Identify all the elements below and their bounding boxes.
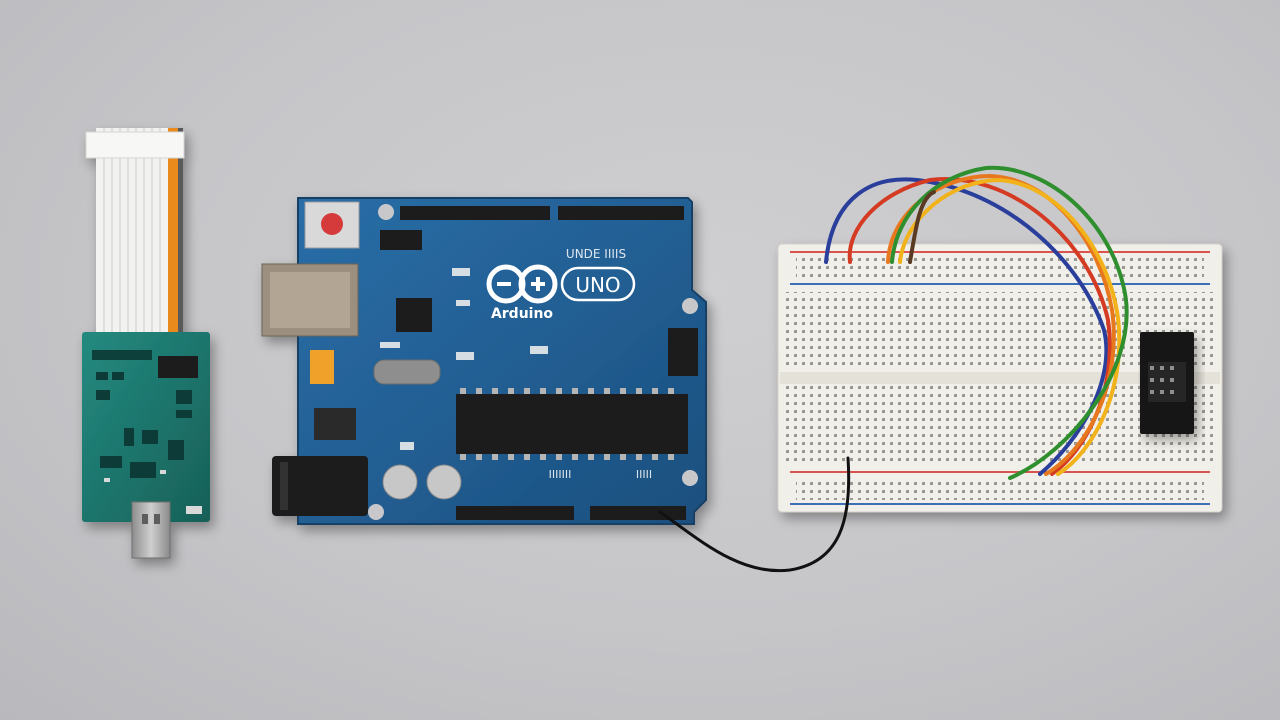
wire-yellow (898, 177, 1122, 476)
board-header-label: UNDE IIIIS (566, 247, 626, 261)
board-pin-label-2: IIIII (636, 468, 652, 481)
wire-brown (908, 190, 936, 264)
board-pin-label-1: IIIIIII (549, 468, 572, 481)
sensor-module (1140, 332, 1194, 434)
usb-b-port (261, 263, 359, 337)
ribbon-cable (85, 128, 185, 343)
jumper-wires (658, 165, 1129, 573)
atmega-chip (456, 388, 688, 460)
usb-programmer-module (82, 128, 210, 559)
capacitors (382, 464, 462, 500)
dc-power-jack (272, 456, 368, 516)
board-brand-label: Arduino (491, 306, 553, 322)
bottom-pin-header (456, 506, 686, 520)
usb-plug (131, 501, 171, 559)
board-model-label: UNO (575, 273, 620, 297)
reset-button (304, 201, 360, 249)
arduino-logo (486, 264, 558, 304)
uno-badge: UNO (560, 266, 636, 302)
wire-black (658, 456, 851, 573)
arduino-uno-board: UNO Arduino UNDE IIIIS (261, 197, 707, 525)
top-pin-header (400, 206, 684, 220)
